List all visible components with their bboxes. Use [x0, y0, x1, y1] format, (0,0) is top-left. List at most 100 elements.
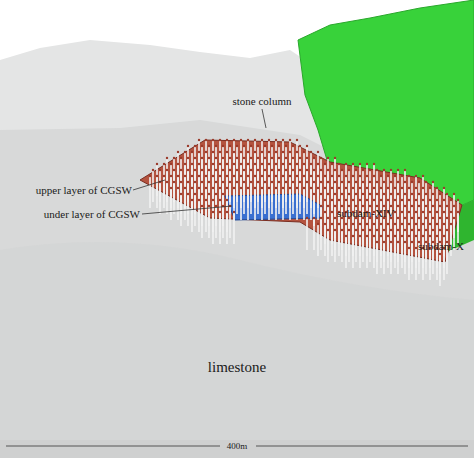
column-head	[170, 175, 172, 177]
column-head	[429, 187, 431, 189]
column-head	[219, 199, 221, 201]
column-head	[383, 169, 385, 171]
stone-column	[429, 248, 431, 280]
stone-column	[373, 236, 375, 268]
column-head	[422, 211, 424, 213]
column-head	[373, 175, 375, 177]
column-head	[397, 205, 399, 207]
column-head	[159, 169, 161, 171]
column-head	[191, 187, 193, 189]
column-head	[254, 139, 256, 141]
column-head	[331, 211, 333, 213]
column-head	[201, 169, 203, 171]
column-head	[261, 151, 263, 153]
column-head	[226, 163, 228, 165]
column-head	[299, 169, 301, 171]
column-head	[355, 229, 357, 231]
column-head	[324, 163, 326, 165]
column-head	[285, 157, 287, 159]
stone-column	[233, 212, 235, 244]
column-head	[338, 199, 340, 201]
column-head	[219, 175, 221, 177]
column-head	[352, 175, 354, 177]
column-head	[348, 181, 350, 183]
column-head	[404, 217, 406, 219]
column-head	[436, 199, 438, 201]
column-head	[275, 151, 277, 153]
column-head	[425, 181, 427, 183]
column-head	[362, 205, 364, 207]
stone-column	[149, 176, 151, 208]
stone-column	[222, 206, 224, 238]
column-head	[432, 217, 434, 219]
column-head	[215, 205, 217, 207]
column-head	[261, 163, 263, 165]
column-head	[362, 169, 364, 171]
column-head	[429, 223, 431, 225]
column-head	[306, 157, 308, 159]
part-label: upper layer of CGSW	[36, 184, 132, 196]
column-head	[327, 217, 329, 219]
stone-column	[376, 242, 378, 274]
column-head	[369, 229, 371, 231]
column-head	[226, 187, 228, 189]
stone-column	[443, 248, 445, 280]
column-head	[387, 223, 389, 225]
column-head	[317, 175, 319, 177]
leader-line	[142, 206, 232, 214]
column-head	[282, 163, 284, 165]
stone-column	[215, 206, 217, 238]
column-head	[362, 181, 364, 183]
column-head	[177, 187, 179, 189]
column-head	[376, 205, 378, 207]
column-head	[453, 193, 455, 195]
column-head	[345, 187, 347, 189]
column-head	[205, 151, 207, 153]
column-head	[443, 199, 445, 201]
column-head	[401, 223, 403, 225]
column-head	[408, 247, 410, 249]
stone-column	[166, 182, 168, 214]
column-head	[310, 187, 312, 189]
column-head	[436, 187, 438, 189]
column-head	[401, 187, 403, 189]
column-head	[341, 169, 343, 171]
column-head	[429, 211, 431, 213]
column-head	[184, 163, 186, 165]
column-head	[275, 187, 277, 189]
column-head	[457, 211, 459, 213]
column-head	[341, 193, 343, 195]
column-head	[352, 187, 354, 189]
column-head	[355, 193, 357, 195]
column-head	[222, 157, 224, 159]
column-head	[205, 175, 207, 177]
column-head	[397, 241, 399, 243]
column-head	[247, 163, 249, 165]
column-head	[215, 193, 217, 195]
column-head	[226, 139, 228, 141]
column-head	[415, 223, 417, 225]
column-head	[422, 199, 424, 201]
column-head	[173, 157, 175, 159]
stone-column	[264, 182, 266, 214]
stone-column	[289, 188, 291, 220]
stone-column	[299, 182, 301, 214]
stone-column	[362, 230, 364, 262]
column-head	[320, 169, 322, 171]
column-head	[383, 181, 385, 183]
column-head	[247, 187, 249, 189]
part-label: subdam-X	[418, 240, 464, 252]
column-head	[215, 169, 217, 171]
stone-column	[422, 248, 424, 280]
column-head	[212, 175, 214, 177]
column-head	[222, 169, 224, 171]
column-head	[418, 193, 420, 195]
column-head	[303, 187, 305, 189]
stone-column	[341, 230, 343, 262]
column-head	[320, 193, 322, 195]
column-head	[422, 235, 424, 237]
column-head	[394, 223, 396, 225]
column-head	[187, 169, 189, 171]
column-head	[212, 151, 214, 153]
column-head	[166, 169, 168, 171]
